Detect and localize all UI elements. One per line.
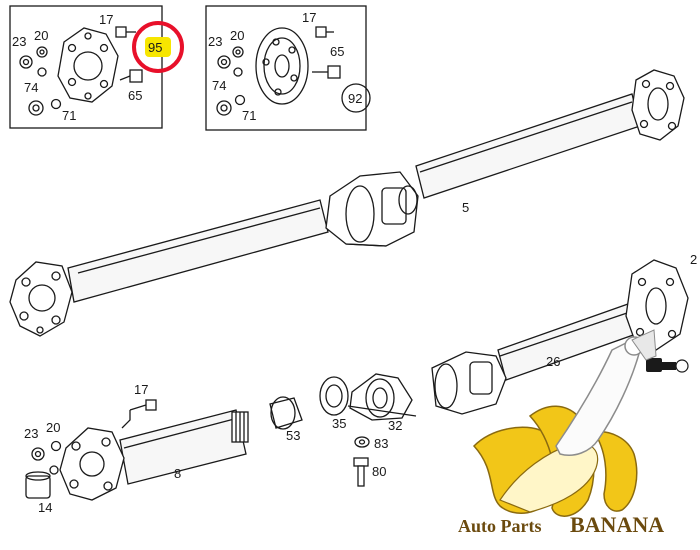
lower-left-flex-disc xyxy=(59,427,125,501)
lower-driveshaft xyxy=(431,303,637,415)
callout-14: 14 xyxy=(38,500,52,515)
callout-5: 5 xyxy=(462,200,469,215)
intermediate-shaft-8 xyxy=(119,409,249,485)
bolt-17-lower xyxy=(121,399,157,429)
callout-80: 80 xyxy=(372,464,386,479)
lower-right-flex-disc xyxy=(625,259,689,351)
callout-8: 8 xyxy=(174,466,181,481)
inset-frame-right xyxy=(205,5,367,131)
callout-74-inset-right: 74 xyxy=(212,78,226,93)
nuts-left-inset xyxy=(19,46,62,116)
upper-right-flex-disc xyxy=(631,69,685,141)
nuts-right-inset xyxy=(216,46,246,116)
sleeve-53 xyxy=(269,396,303,430)
callout-23-inset-left: 23 xyxy=(12,34,26,49)
callout-23-inset-right: 23 xyxy=(208,34,222,49)
callout-71-inset-left: 71 xyxy=(62,108,76,123)
watermark-text-auto-parts: Auto Parts xyxy=(458,516,542,536)
bolt-17-right xyxy=(315,26,334,38)
center-bearing-support xyxy=(347,373,417,421)
bolt-65-right xyxy=(312,65,341,79)
callout-53: 53 xyxy=(286,428,300,443)
callout-circle-92 xyxy=(341,83,371,113)
callout-95: 95 xyxy=(148,40,162,55)
callout-2x-partial: 2 xyxy=(690,252,697,267)
bolt-17-left xyxy=(115,26,136,38)
callout-20-lower: 20 xyxy=(46,420,60,435)
damper-14 xyxy=(25,471,51,499)
callout-71-inset-right: 71 xyxy=(242,108,256,123)
callout-65-inset-right: 65 xyxy=(330,44,344,59)
callout-92: 92 xyxy=(348,91,362,106)
watermark-logo: Auto Parts BANANA xyxy=(458,329,689,537)
callout-65-inset-left: 65 xyxy=(128,88,142,103)
flex-disc-right xyxy=(255,27,309,105)
callout-20-inset-left: 20 xyxy=(34,28,48,43)
callout-23-lower: 23 xyxy=(24,426,38,441)
callout-35: 35 xyxy=(332,416,346,431)
bolt-80 xyxy=(353,457,369,487)
callout-17-inset-right: 17 xyxy=(302,10,316,25)
nuts-lower xyxy=(31,440,62,475)
bearing-ring-35 xyxy=(319,376,349,416)
callout-17-inset-left: 17 xyxy=(99,12,113,27)
watermark-text-banana: BANANA xyxy=(570,512,664,537)
callout-17-lower: 17 xyxy=(134,382,148,397)
inset-frame-left xyxy=(9,5,163,129)
flex-disc-left xyxy=(57,27,119,103)
callout-26: 26 xyxy=(546,354,560,369)
pin-link-overlay xyxy=(555,329,689,456)
callout-32: 32 xyxy=(388,418,402,433)
washer-83 xyxy=(354,436,370,448)
callout-83: 83 xyxy=(374,436,388,451)
bolt-65-left xyxy=(119,69,143,83)
callout-74-inset-left: 74 xyxy=(24,80,38,95)
highlight-95 xyxy=(132,21,184,73)
banana-icon xyxy=(472,405,638,517)
rear-driveshaft xyxy=(67,93,641,303)
upper-left-flex-disc xyxy=(9,261,73,337)
callout-20-inset-right: 20 xyxy=(230,28,244,43)
